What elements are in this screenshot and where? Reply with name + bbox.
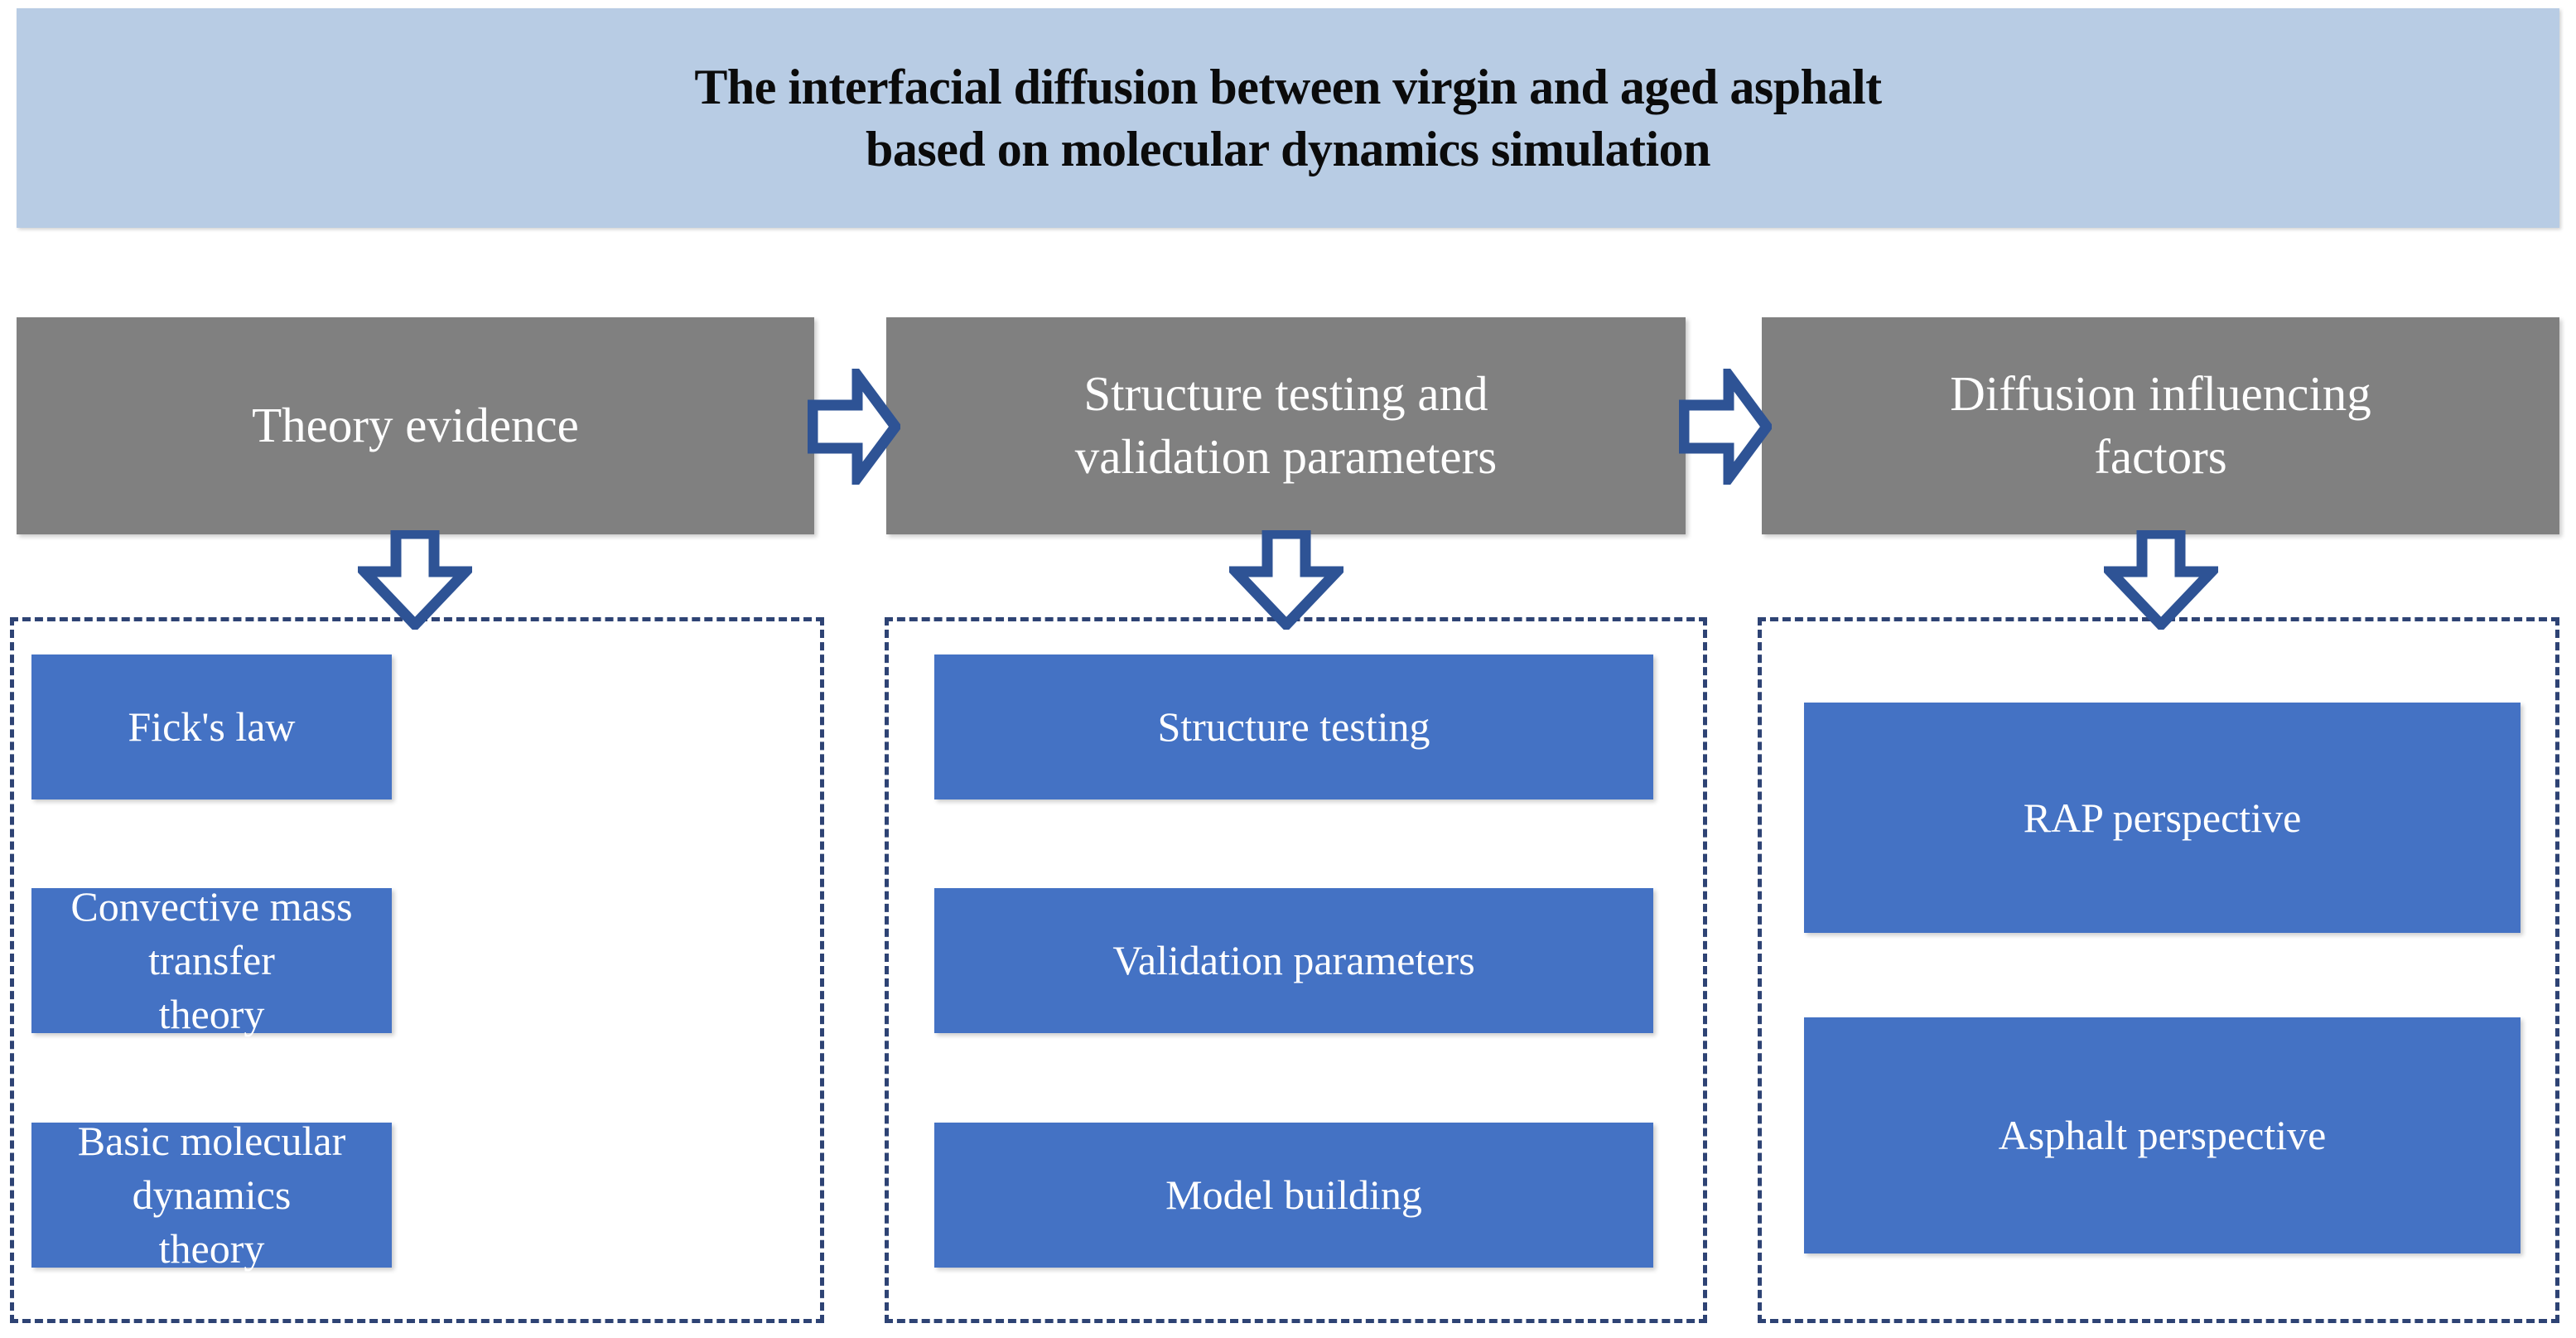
- arrow-down-icon: [351, 528, 479, 633]
- item-label: Model building: [1165, 1171, 1422, 1218]
- item-box-ficks-law[interactable]: Fick's law: [31, 655, 392, 799]
- title-banner: The interfacial diffusion between virgin…: [17, 8, 2559, 228]
- item-label: Fick's law: [128, 703, 296, 750]
- item-box-asphalt-perspective[interactable]: Asphalt perspective: [1804, 1017, 2521, 1253]
- stage-header-label: Structure testing and validation paramet…: [1074, 366, 1498, 484]
- stage-header-label: Theory evidence: [252, 398, 579, 453]
- stage-header-structure-testing-and-validation-parameters[interactable]: Structure testing and validation paramet…: [886, 317, 1686, 534]
- item-label: Asphalt perspective: [1998, 1112, 2327, 1158]
- item-box-validation-parameters[interactable]: Validation parameters: [934, 888, 1653, 1033]
- arrow-down-icon: [1223, 528, 1350, 633]
- stage-header-diffusion-influencing-factors[interactable]: Diffusion influencing factors: [1762, 317, 2559, 534]
- item-label: Basic molecular dynamics theory: [77, 1118, 346, 1272]
- arrow-down-icon: [2097, 528, 2225, 633]
- stage-header-label: Diffusion influencing factors: [1950, 366, 2371, 484]
- item-box-rap-perspective[interactable]: RAP perspective: [1804, 703, 2521, 933]
- item-box-convective-mass-transfer-theory[interactable]: Convective mass transfer theory: [31, 883, 392, 1037]
- item-label: Validation parameters: [1112, 937, 1475, 983]
- item-label: Structure testing: [1157, 703, 1430, 750]
- item-label: RAP perspective: [2023, 794, 2302, 841]
- arrow-right-icon: [807, 359, 903, 495]
- item-box-basic-molecular-dynamics-theory[interactable]: Basic molecular dynamics theory: [31, 1118, 392, 1272]
- item-box-structure-testing[interactable]: Structure testing: [934, 655, 1653, 799]
- page-title: The interfacial diffusion between virgin…: [694, 59, 1882, 176]
- item-label: Convective mass transfer theory: [70, 883, 353, 1037]
- arrow-right-icon: [1678, 359, 1774, 495]
- item-box-model-building[interactable]: Model building: [934, 1123, 1653, 1268]
- stage-header-theory-evidence[interactable]: Theory evidence: [17, 317, 814, 534]
